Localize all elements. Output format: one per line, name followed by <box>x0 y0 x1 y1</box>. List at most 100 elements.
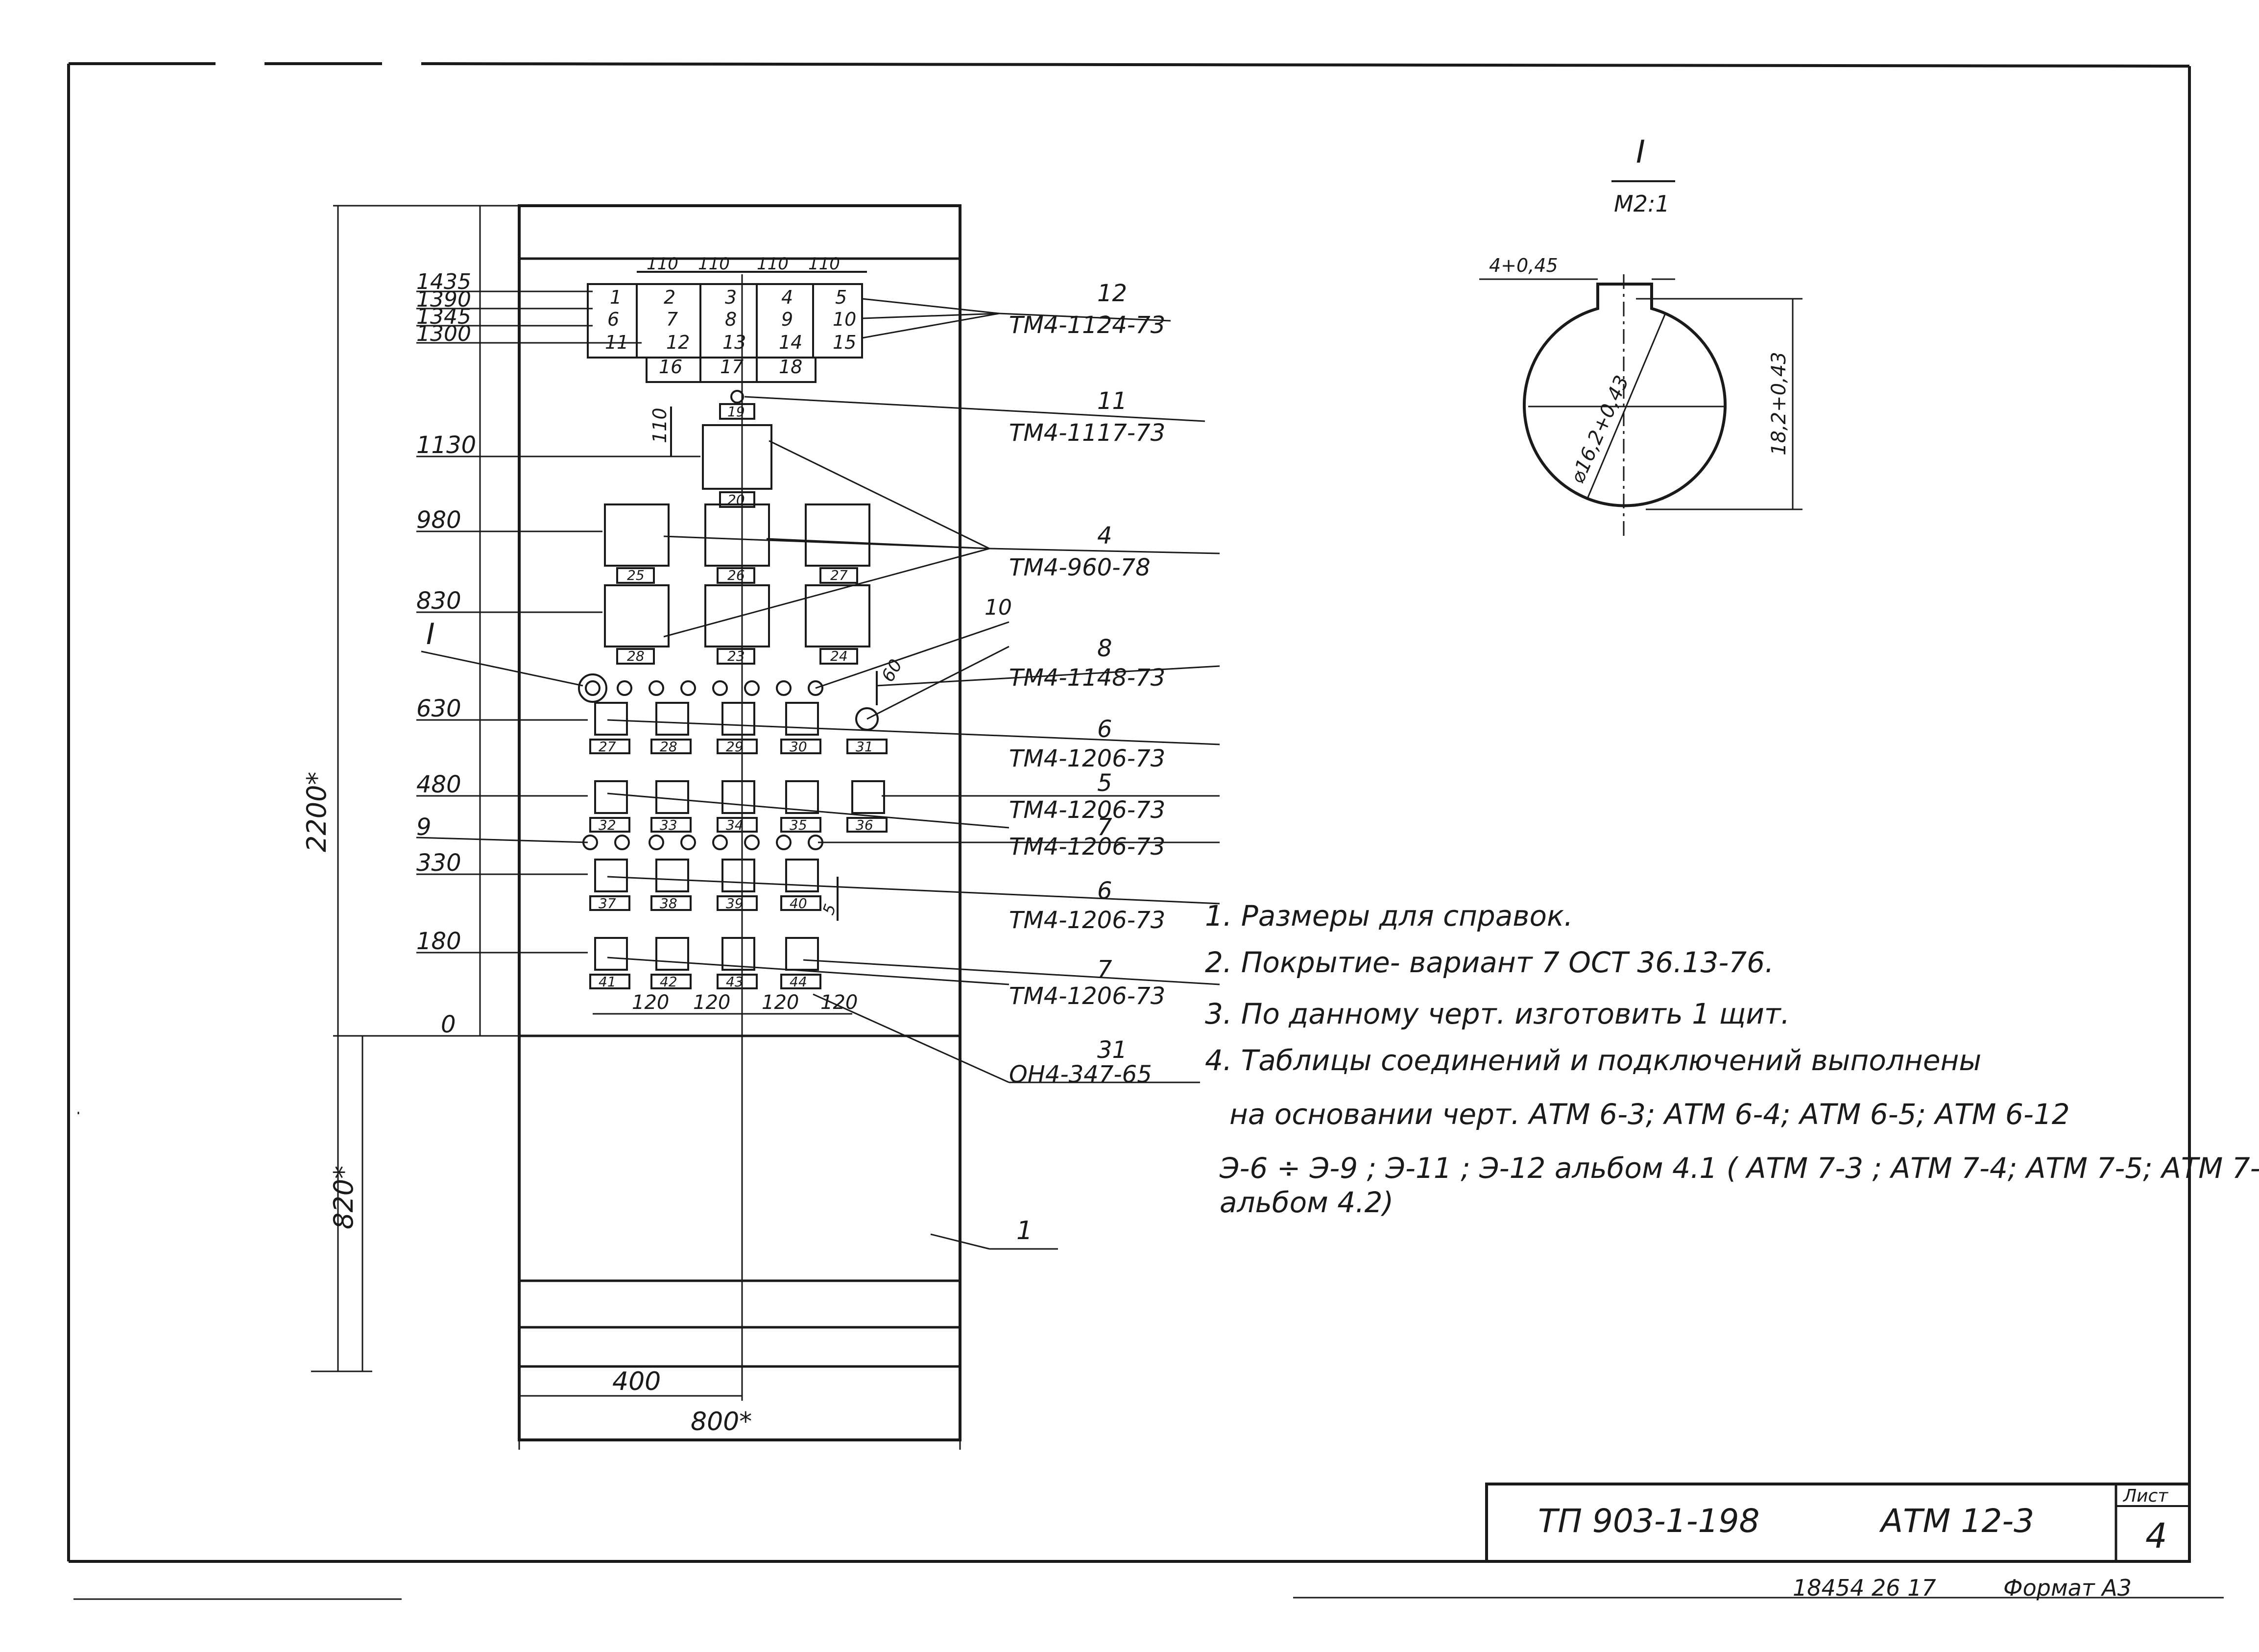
callout-7a-ref: ТМ4-1206-73 <box>1009 833 1165 861</box>
tag-r32-4: 35 <box>790 817 807 833</box>
callout-10-pos: 10 <box>985 595 1012 620</box>
callout-4-pos: 4 <box>1097 522 1112 550</box>
tag-r37-4: 40 <box>790 895 807 911</box>
key-height: 18,2+0,43 <box>1768 352 1790 455</box>
callout-31-ref: ОН4-347-65 <box>1009 1061 1152 1088</box>
sheet-label: Лист <box>2122 1486 2168 1506</box>
leaders <box>607 298 1220 1250</box>
callout-7b-pos: 7 <box>1097 956 1112 983</box>
level-830: 830 <box>416 587 461 615</box>
terminal-11: 11 <box>605 332 628 353</box>
callout-6a-pos: 6 <box>1097 716 1112 743</box>
level-0: 0 <box>441 1011 456 1038</box>
top-pitch-1: 110 <box>647 254 678 274</box>
sheet-number: 4 <box>2145 1516 2167 1556</box>
level-1435: 1435 <box>416 269 471 294</box>
callout-11-ref: ТМ4-1117-73 <box>1009 419 1165 447</box>
level-330: 330 <box>416 849 461 877</box>
callout-4-ref: ТМ4-960-78 <box>1009 554 1151 581</box>
row-180-tags: 41 42 43 44 <box>599 974 807 990</box>
level-lines <box>416 290 700 1037</box>
callout-8-ref: ТМ4-1148-73 <box>1009 664 1165 692</box>
level-480: 480 <box>416 771 461 798</box>
tag-r41-3: 43 <box>726 974 744 990</box>
row-630 <box>589 702 888 754</box>
lamp-row-bottom <box>582 835 823 850</box>
top-pitch-dims: 110 110 110 110 <box>647 254 840 274</box>
mark-9: 9 <box>416 814 432 841</box>
tag-24: 24 <box>830 648 848 664</box>
callout-5-ref: ТМ4-1206-73 <box>1009 796 1165 824</box>
row-480-tags: 32 33 34 35 36 <box>599 817 873 833</box>
callout-7b-ref: ТМ4-1206-73 <box>1009 982 1165 1010</box>
terminal-18: 18 <box>779 356 802 378</box>
title-block: ТП 903-1-198 АТМ 12-3 Лист 4 18454 26 17… <box>1485 1483 2191 1601</box>
bottom-pitch-4: 120 <box>820 991 858 1014</box>
tag-r37-3: 39 <box>726 895 744 911</box>
top-pitch-3: 110 <box>757 254 789 274</box>
terminal-numbers: 1 2 3 4 5 6 7 8 9 10 11 12 13 14 15 16 1… <box>605 287 856 378</box>
tag-23: 23 <box>727 648 745 664</box>
note-4-line2: на основании черт. АТМ 6-3; АТМ 6-4; АТМ… <box>1229 1098 2070 1131</box>
terminal-13: 13 <box>722 332 746 353</box>
terminal-5: 5 <box>835 287 847 308</box>
top-pitch-2: 110 <box>698 254 730 274</box>
level-630: 630 <box>416 695 461 722</box>
top-pitch-4: 110 <box>808 254 840 274</box>
terminal-1: 1 <box>610 287 622 308</box>
tag-r37-2: 38 <box>660 895 677 911</box>
note-3: 3. По данному черт. изготовить 1 щит. <box>1205 997 1790 1030</box>
terminal-4: 4 <box>781 287 793 308</box>
terminal-7: 7 <box>666 309 678 330</box>
callout-8-pos: 8 <box>1097 635 1112 662</box>
tag-r32-2: 33 <box>660 817 677 833</box>
tag-r41-2: 42 <box>660 974 677 990</box>
bottom-pitch-1: 120 <box>632 991 669 1014</box>
callout-6b-pos: 6 <box>1097 877 1112 905</box>
tag-r32-1: 32 <box>599 817 616 833</box>
terminal-2: 2 <box>664 287 675 308</box>
bottom-pitch-2: 120 <box>693 991 730 1014</box>
terminal-8: 8 <box>725 309 737 330</box>
row-330 <box>589 859 839 921</box>
row-630-tags: 27 28 29 30 31 <box>599 739 873 755</box>
tag-r32-3: 34 <box>726 817 744 833</box>
callout-6b-ref: ТМ4-1206-73 <box>1009 907 1165 934</box>
notes: 1. Размеры для справок. 2. Покрытие- вар… <box>1205 899 2259 1219</box>
level-1300: 1300 <box>416 321 471 346</box>
level-1390: 1390 <box>416 287 471 312</box>
large-instruments <box>604 503 870 665</box>
tag-20: 20 <box>727 492 745 508</box>
dim-110: 110 <box>649 407 671 443</box>
level-980: 980 <box>416 506 461 534</box>
callouts: 12 ТМ4-1124-73 11 ТМ4-1117-73 4 ТМ4-960-… <box>985 280 1165 1245</box>
callout-5-pos: 5 <box>1097 769 1112 797</box>
project-code: ТП 903-1-198 <box>1538 1502 1760 1540</box>
level-1130: 1130 <box>416 431 476 459</box>
inventory-number: 18454 26 17 <box>1793 1575 1936 1601</box>
tag-r27-4: 30 <box>790 739 807 755</box>
half-width: 400 <box>612 1367 661 1396</box>
terminal-17: 17 <box>720 356 744 378</box>
lamp-row-top <box>578 671 878 705</box>
level-1345: 1345 <box>416 304 471 329</box>
part-1-label: 1 <box>1016 1216 1033 1245</box>
base-height: 820* <box>328 1166 359 1229</box>
row-180 <box>589 937 852 1015</box>
tag-25: 25 <box>627 567 645 583</box>
tag-r32-5: 36 <box>856 817 873 833</box>
tag-r27-5: 31 <box>856 739 873 755</box>
section-scale: M2:1 <box>1614 191 1670 217</box>
note-4-line3: Э-6 ÷ Э-9 ; Э-11 ; Э-12 альбом 4.1 ( АТМ… <box>1219 1151 2259 1185</box>
terminal-14: 14 <box>779 332 802 353</box>
callout-31-pos: 31 <box>1097 1036 1127 1064</box>
note-4-line4: альбом 4.2) <box>1220 1186 1394 1219</box>
tag-r27-2: 28 <box>660 739 677 755</box>
tag-27a: 27 <box>830 567 848 583</box>
terminal-15: 15 <box>833 332 856 353</box>
drawing-code: АТМ 12-3 <box>1879 1502 2034 1540</box>
terminal-block <box>587 271 867 383</box>
tag-19: 19 <box>727 404 745 420</box>
